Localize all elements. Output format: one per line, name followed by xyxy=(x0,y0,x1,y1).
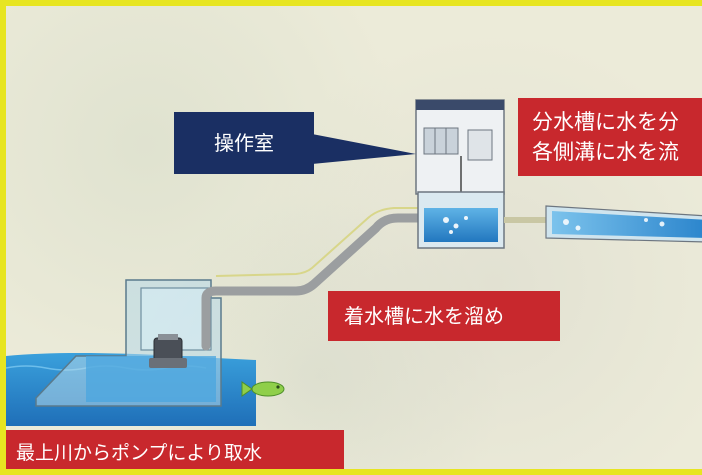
settling-tank xyxy=(417,191,505,249)
intake-pit xyxy=(35,279,222,407)
distribution-label-line-2: 各側溝に水を流 xyxy=(532,140,679,164)
pipe-to-settling-tank xyxy=(201,213,433,351)
intake-label: 最上川からポンプにより取水 xyxy=(6,430,344,469)
fish-illustration xyxy=(241,381,285,397)
distribution-label-line-1: 分水槽に水を分 xyxy=(532,110,679,134)
settling-tank-label: 着水槽に水を溜め xyxy=(328,291,560,341)
control-room-pointer xyxy=(312,134,416,164)
control-room-label: 操作室 xyxy=(174,112,314,174)
distribution-tank-label: 分水槽に水を分 各側溝に水を流 xyxy=(518,98,702,176)
water-system-illustration xyxy=(6,99,702,426)
control-room-building xyxy=(415,99,505,195)
pump xyxy=(149,334,187,368)
distribution-channel xyxy=(545,205,702,243)
power-line xyxy=(215,207,426,277)
